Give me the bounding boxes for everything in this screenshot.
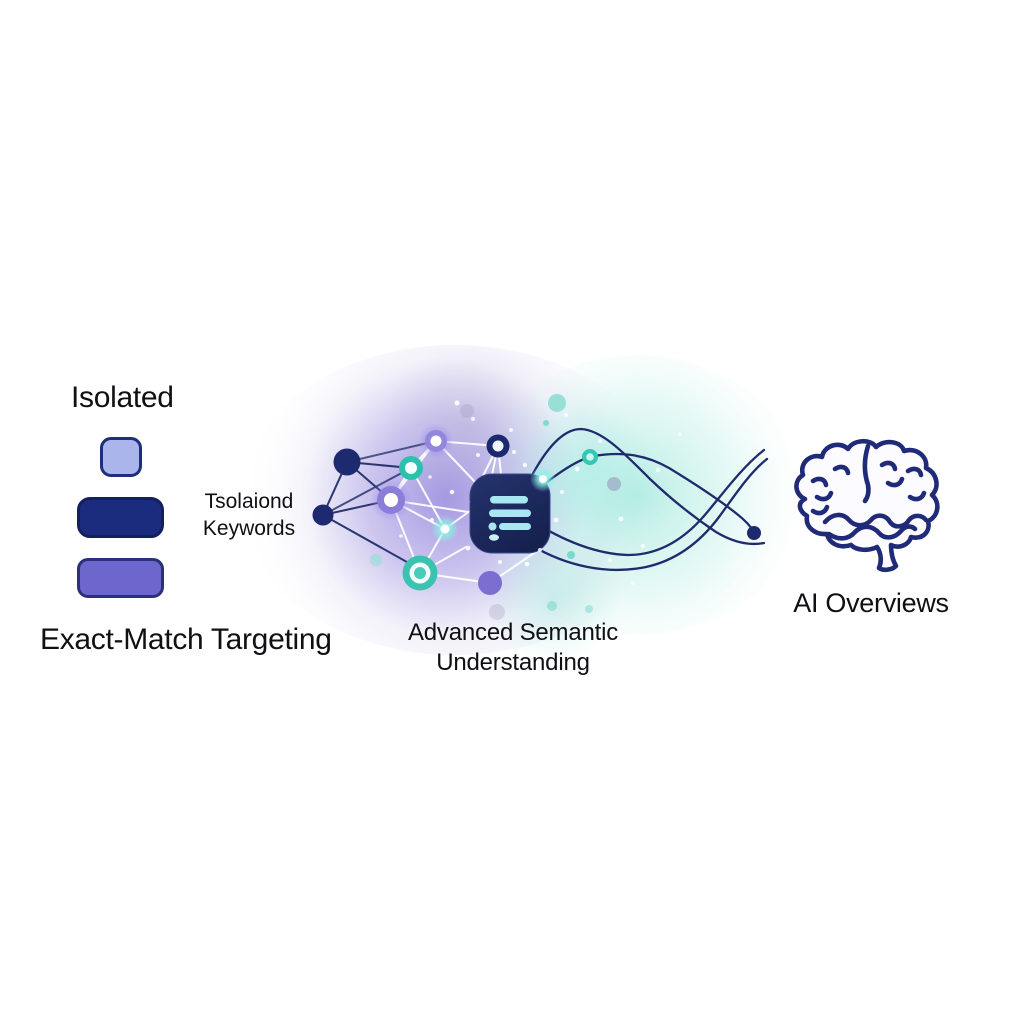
ai-overviews-caption: AI Overviews <box>793 588 949 618</box>
document-lines-icon <box>469 473 551 554</box>
keyword-chip-navy <box>77 497 164 538</box>
keyword-caption-line2: Keywords <box>202 517 296 540</box>
teal-wave-node <box>582 449 598 465</box>
brain-icon <box>794 438 940 573</box>
teal-glow-node <box>431 515 459 543</box>
semantic-caption: Advanced Semantic Understanding <box>382 618 644 678</box>
navy-node <box>312 504 334 526</box>
flow-lines <box>527 427 769 572</box>
network-nodes <box>312 394 761 620</box>
semantic-caption-line1: Advanced Semantic <box>407 619 619 646</box>
navy-ring-node <box>486 434 510 458</box>
teal-donut-node <box>402 555 438 591</box>
keyword-chip-small <box>100 437 142 477</box>
teal-ring-node <box>399 456 423 480</box>
keyword-chips-caption: Tsolaiond Keywords <box>188 488 310 542</box>
flow-end-dot <box>747 526 761 540</box>
keyword-chip-purple <box>77 558 164 598</box>
semantic-caption-line2: Understanding <box>436 649 590 676</box>
isolated-heading: Isolated <box>71 381 174 414</box>
purple-ring-node <box>370 479 412 521</box>
sparkle-dots <box>399 400 682 585</box>
exact-match-caption: Exact-Match Targeting <box>40 623 332 656</box>
keyword-caption-line1: Tsolaiond <box>204 490 294 513</box>
purple-node <box>478 571 502 595</box>
purple-ring-node-top <box>418 423 454 459</box>
navy-node <box>333 448 361 476</box>
